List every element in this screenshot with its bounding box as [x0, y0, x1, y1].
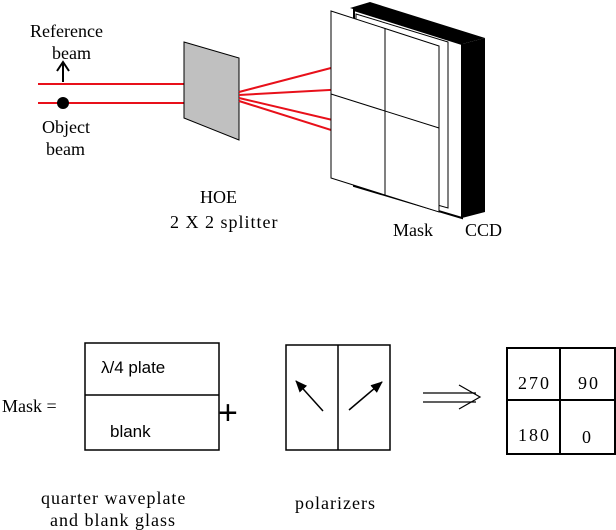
arrow-up-right-icon — [348, 381, 383, 411]
quadrant-value-top-left: 270 — [518, 373, 551, 393]
hoe-label-line1: HOE — [200, 187, 237, 207]
caption-waveplate-line2: and blank glass — [50, 510, 176, 530]
quadrant-value-bottom-left: 180 — [518, 425, 551, 445]
plus-sign: + — [218, 394, 238, 432]
mask-label: Mask — [393, 220, 433, 240]
double-arrow-right-icon — [423, 384, 482, 410]
object-beam-label-line1: Object — [42, 117, 90, 137]
reference-beam-label-line2: beam — [52, 43, 91, 63]
quadrant-value-top-right: 90 — [578, 373, 600, 393]
caption-waveplate-line1: quarter waveplate — [41, 488, 187, 508]
caption-polarizers: polarizers — [295, 493, 376, 513]
mask-panel — [330, 10, 440, 213]
arrow-up-left-icon — [295, 380, 324, 412]
hoe-label-line2: 2 X 2 splitter — [170, 212, 279, 232]
reference-beam-label-line1: Reference — [30, 21, 103, 41]
quadrant-value-bottom-right: 0 — [582, 427, 593, 447]
polarization-up-arrowhead — [56, 60, 70, 72]
mask-equals-label: Mask = — [2, 396, 57, 416]
polarization-dot — [57, 97, 69, 109]
ccd-label: CCD — [465, 220, 503, 240]
blank-label: blank — [110, 422, 151, 441]
object-beam-label-line2: beam — [46, 139, 85, 159]
waveplate-box — [84, 342, 220, 451]
quarter-plate-label: λ/4 plate — [101, 358, 166, 377]
hoe-plate — [183, 41, 240, 141]
